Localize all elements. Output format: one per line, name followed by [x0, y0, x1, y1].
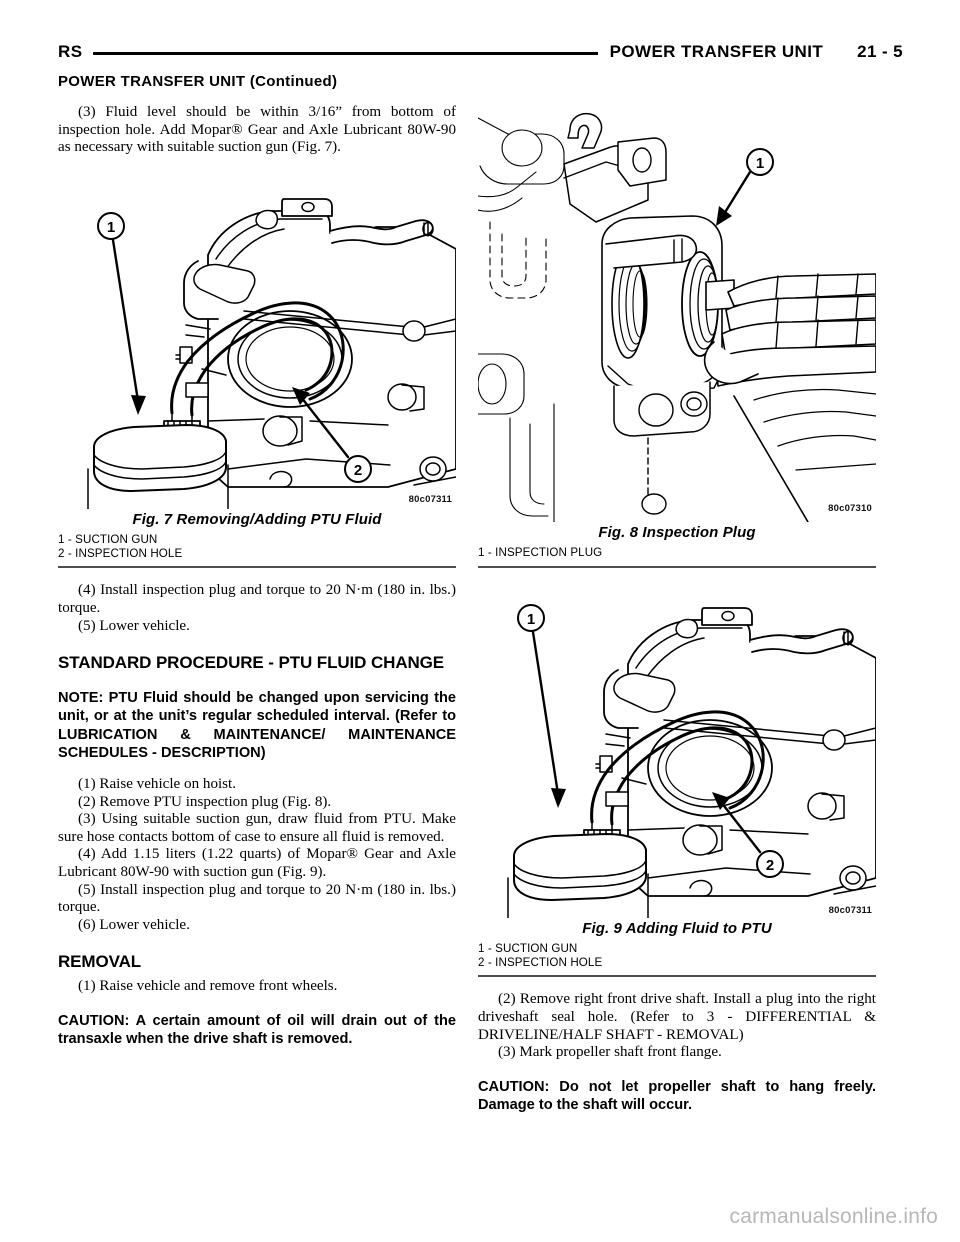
figure-9-caption: Fig. 9 Adding Fluid to PTU [582, 919, 772, 937]
figure-8-caption: Fig. 8 Inspection Plug [598, 524, 756, 541]
paragraph-step-5: (5) Lower vehicle. [78, 617, 190, 634]
change-step-1: (1) Raise vehicle on hoist. [78, 775, 237, 792]
svg-text:1: 1 [107, 219, 115, 236]
figure-9-art-id: 80c07311 [828, 904, 872, 916]
right-column: 1 80c07310 Fig. 8 Inspection Plug 1 - IN… [478, 104, 876, 1114]
note-fluid-change: NOTE: PTU Fluid should be changed upon s… [58, 690, 456, 761]
legend-item: 1 - SUCTION GUN [478, 941, 578, 955]
change-step-4: (4) Add 1.15 liters (1.22 quarts) of Mop… [58, 846, 456, 880]
removal-step-2: (2) Remove right front drive shaft. Inst… [478, 991, 876, 1043]
heading-ptu-fluid-change: STANDARD PROCEDURE - PTU FLUID CHANGE [58, 653, 445, 673]
figure-7-rule [58, 566, 456, 569]
figure-7-art-id: 80c07311 [408, 493, 452, 505]
figure-7-caption: Fig. 7 Removing/Adding PTU Fluid [132, 510, 382, 528]
figure-9: 1 2 80c07311 Fig. 9 Adding Fluid to PTU … [478, 577, 876, 978]
figure-7: 1 2 80c07311 Fig. 7 Removing/Adding PTU … [58, 168, 456, 569]
svg-text:2: 2 [354, 462, 362, 479]
removal-step-1: (1) Raise vehicle and remove front wheel… [78, 978, 338, 995]
legend-item: 2 - INSPECTION HOLE [478, 955, 603, 969]
figure-8: 1 80c07310 Fig. 8 Inspection Plug 1 - IN… [478, 104, 876, 568]
removal-step-3: (3) Mark propeller shaft front flange. [498, 1044, 722, 1061]
watermark: carmanualsonline.info [729, 1205, 938, 1228]
figure-9-legend: 1 - SUCTION GUN 2 - INSPECTION HOLE [478, 942, 876, 970]
paragraph-step-3: (3) Fluid level should be within 3/16” f… [58, 104, 456, 156]
caution-oil-drain: CAUTION: A certain amount of oil will dr… [58, 1012, 456, 1048]
legend-item: 1 - INSPECTION PLUG [478, 546, 603, 559]
change-step-6: (6) Lower vehicle. [78, 916, 190, 933]
legend-item: 1 - SUCTION GUN [58, 532, 158, 546]
figure-9-rule [478, 975, 876, 978]
figure-7-legend: 1 - SUCTION GUN 2 - INSPECTION HOLE [58, 533, 456, 561]
caution-propeller-shaft: CAUTION: Do not let propeller shaft to h… [478, 1078, 876, 1113]
figure-8-rule [478, 565, 876, 568]
header-left-code: RS [58, 42, 83, 61]
figure-8-art-id: 80c07310 [828, 503, 872, 514]
figure-9-artwork: 1 2 80c07311 [478, 577, 876, 918]
continued-title: POWER TRANSFER UNIT (Continued) [58, 73, 338, 90]
change-step-2: (2) Remove PTU inspection plug (Fig. 8). [78, 793, 332, 810]
change-step-5: (5) Install inspection plug and torque t… [58, 881, 456, 916]
figure-8-artwork: 1 80c07310 [478, 104, 876, 522]
paragraph-step-4: (4) Install inspection plug and torque t… [58, 582, 456, 616]
heading-removal: REMOVAL [58, 952, 142, 972]
svg-text:1: 1 [756, 155, 764, 172]
figure-7-artwork: 1 2 80c07311 [58, 168, 456, 509]
change-step-3: (3) Using suitable suction gun, draw flu… [58, 811, 456, 845]
header-rule [92, 51, 598, 55]
left-column: (3) Fluid level should be within 3/16” f… [58, 104, 456, 1048]
page-number: 21 - 5 [857, 42, 903, 61]
svg-text:2: 2 [766, 857, 774, 874]
figure-8-legend: 1 - INSPECTION PLUG [478, 546, 876, 560]
header-title: POWER TRANSFER UNIT [609, 42, 824, 61]
legend-item: 2 - INSPECTION HOLE [58, 546, 183, 560]
running-header: RS POWER TRANSFER UNIT 21 - 5 [58, 38, 903, 66]
svg-text:1: 1 [527, 611, 535, 628]
